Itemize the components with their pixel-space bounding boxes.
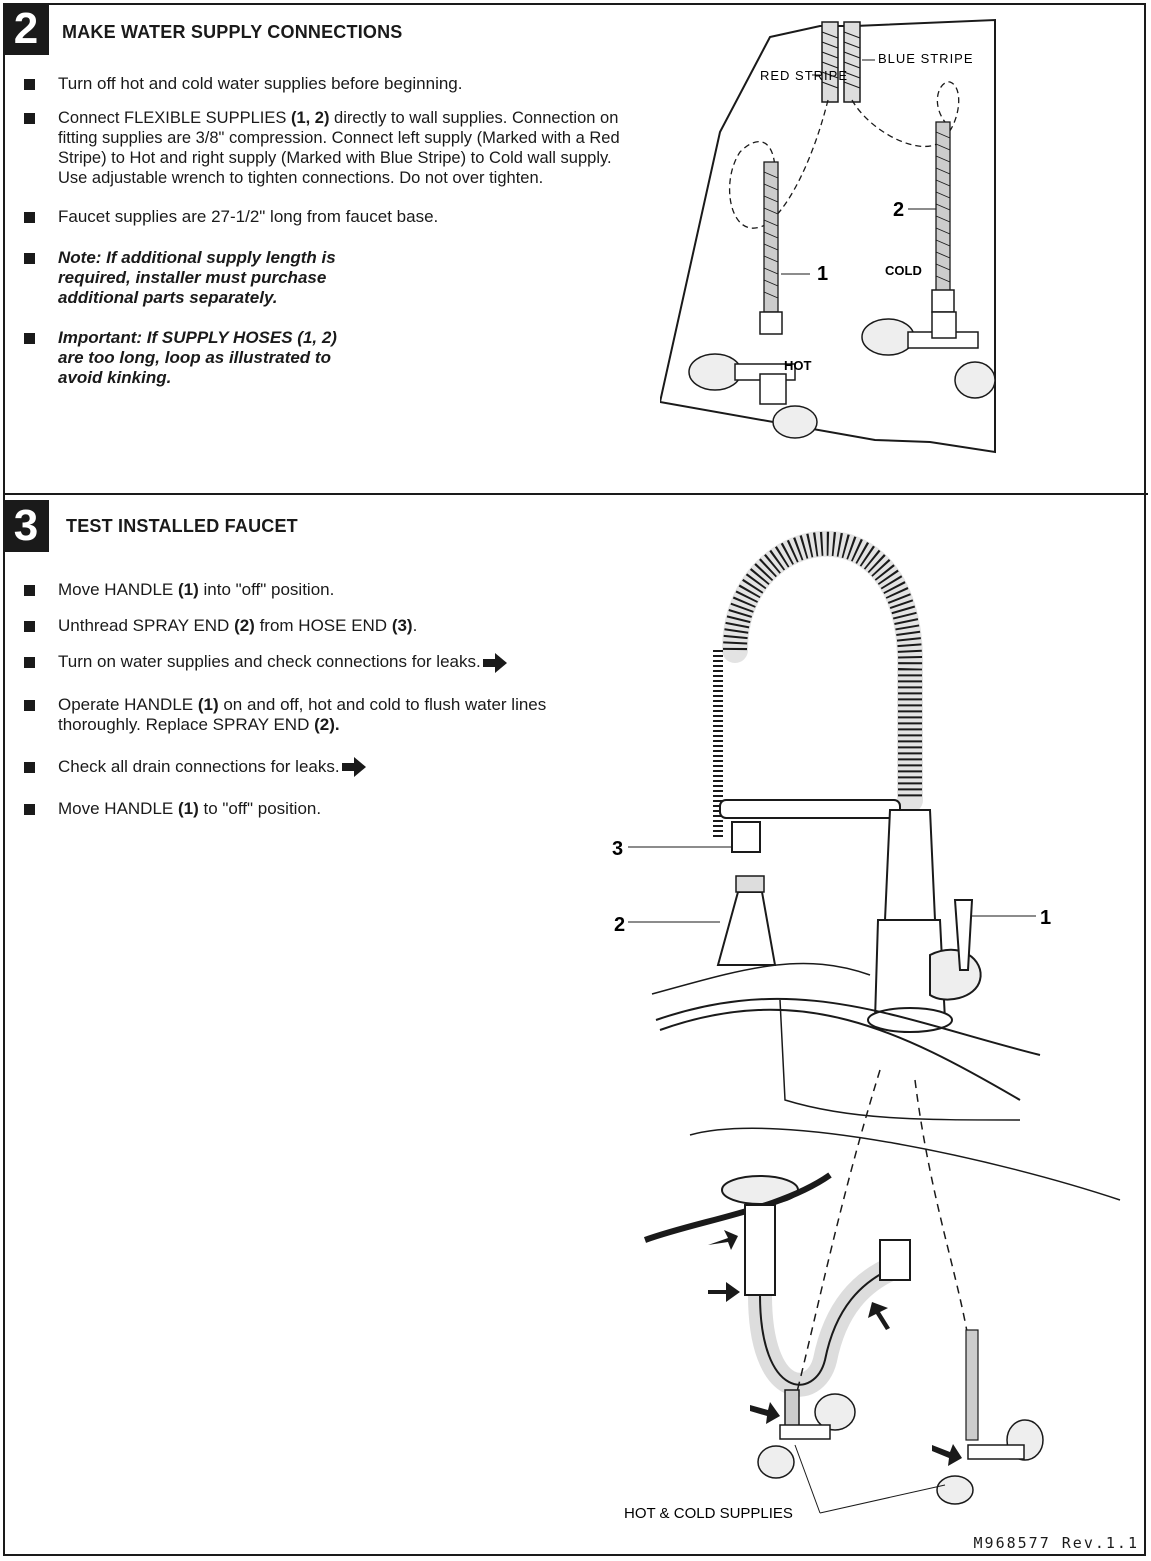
spring-coil bbox=[723, 531, 923, 800]
instruction-item: Check all drain connections for leaks. bbox=[24, 757, 604, 778]
step-title: MAKE WATER SUPPLY CONNECTIONS bbox=[62, 22, 403, 42]
instruction-item: Unthread SPRAY END (2) from HOSE END (3)… bbox=[24, 616, 604, 636]
callout-2: 2 bbox=[614, 914, 625, 936]
supply-hoses-top bbox=[821, 21, 861, 103]
faucet-test-illustration: 3 2 1 HOT & COLD SUPPLIES bbox=[612, 530, 1121, 1522]
hot-loop-dashed bbox=[728, 99, 829, 229]
leak-check-arrow-icon bbox=[708, 1230, 738, 1250]
supply-connection-illustration: RED STRIPE BLUE STRIPE 1 2 HOT COLD bbox=[660, 18, 996, 454]
leak-check-arrow-icon bbox=[932, 1444, 962, 1466]
step-number-badge: 3 bbox=[3, 500, 49, 552]
red-stripe-label: RED STRIPE bbox=[760, 68, 848, 83]
cabinet-edge bbox=[689, 1127, 1121, 1201]
cold-supply-hose bbox=[931, 121, 955, 313]
callout-3: 3 bbox=[612, 838, 623, 860]
leak-check-arrow-icon bbox=[708, 1282, 740, 1302]
supply-line-dashed bbox=[794, 1069, 881, 1401]
instruction-item: Move HANDLE (1) to "off" position. bbox=[24, 799, 604, 819]
section-divider bbox=[3, 493, 1148, 495]
cold-loop-dashed bbox=[851, 81, 960, 148]
counter-edge bbox=[651, 962, 871, 995]
important-item: Important: If SUPPLY HOSES (1, 2) are to… bbox=[24, 328, 338, 388]
cold-label: COLD bbox=[885, 263, 922, 278]
blue-stripe-label: BLUE STRIPE bbox=[878, 51, 974, 66]
page-frame bbox=[3, 3, 1146, 1556]
step-number-badge: 2 bbox=[3, 3, 49, 55]
hot-shutoff-valve bbox=[688, 353, 818, 439]
spray-end bbox=[716, 891, 777, 966]
hot-valve-bottom bbox=[757, 1389, 856, 1479]
handle-lever bbox=[953, 899, 974, 971]
note-item: Note: If additional supply length is req… bbox=[24, 248, 358, 308]
cold-shutoff-valve bbox=[861, 311, 996, 399]
instruction-item: Operate HANDLE (1) on and off, hot and c… bbox=[24, 695, 604, 735]
callout-1: 1 bbox=[1040, 907, 1051, 929]
step3-instructions: Move HANDLE (1) into "off" position. Unt… bbox=[24, 580, 604, 819]
step-title: TEST INSTALLED FAUCET bbox=[66, 516, 298, 536]
hot-supply-hose bbox=[759, 161, 783, 335]
cold-valve-bottom bbox=[936, 1329, 1044, 1505]
sink-rim bbox=[655, 997, 1041, 1056]
hot-label: HOT bbox=[784, 358, 812, 373]
hose-end bbox=[731, 821, 761, 853]
instruction-item: Connect FLEXIBLE SUPPLIES (1, 2) directl… bbox=[24, 108, 644, 188]
step2-instructions: Turn off hot and cold water supplies bef… bbox=[24, 74, 644, 388]
callout-2: 2 bbox=[893, 199, 904, 221]
leak-check-arrow-icon bbox=[868, 1302, 890, 1330]
faucet-column bbox=[883, 809, 937, 921]
leak-check-arrow-icon bbox=[750, 1402, 780, 1424]
supplies-label: HOT & COLD SUPPLIES bbox=[624, 1505, 793, 1522]
tailpiece bbox=[744, 1204, 776, 1296]
spout-arm bbox=[719, 799, 901, 819]
instruction-item: Faucet supplies are 27-1/2" long from fa… bbox=[24, 207, 644, 227]
arrow-right-icon bbox=[341, 757, 366, 778]
p-trap bbox=[759, 1264, 901, 1386]
instruction-item: Move HANDLE (1) into "off" position. bbox=[24, 580, 604, 600]
document-code: M968577 Rev.1.1 bbox=[973, 1534, 1139, 1552]
instruction-item: Turn on water supplies and check connect… bbox=[24, 652, 604, 673]
callout-1: 1 bbox=[817, 263, 828, 285]
arrow-right-icon bbox=[482, 652, 507, 673]
sink-basin bbox=[779, 999, 1021, 1121]
instruction-item: Turn off hot and cold water supplies bef… bbox=[24, 74, 644, 94]
handle-base bbox=[929, 948, 982, 1001]
